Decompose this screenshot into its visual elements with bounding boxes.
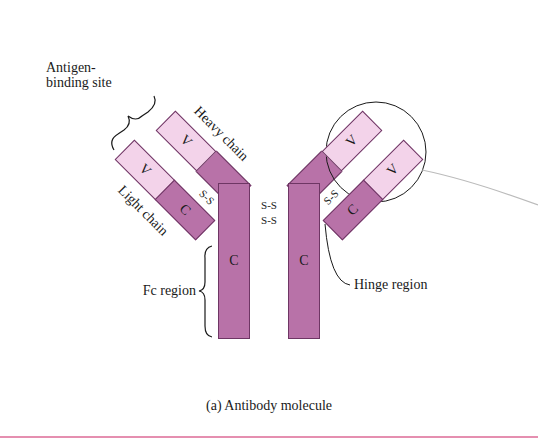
region-letter: V	[136, 161, 153, 178]
antigen-binding-label: Antigen-binding site	[46, 60, 138, 91]
region-letter: C	[229, 254, 238, 268]
region-letter: V	[177, 132, 194, 149]
region-letter: C	[345, 202, 362, 219]
constant-region: C	[288, 183, 320, 339]
figure-caption: (a) Antibody molecule	[206, 398, 332, 413]
brace	[199, 246, 212, 337]
region-letter: V	[343, 132, 360, 149]
disulfide-bond: S-S	[261, 214, 277, 226]
constant-region: C	[218, 183, 250, 339]
page-rule	[0, 436, 538, 438]
region-letter: C	[177, 202, 194, 219]
fc-region-label: Fc region	[143, 283, 196, 298]
region-letter: C	[299, 254, 308, 268]
hinge-region-label: Hinge region	[354, 277, 427, 292]
region-letter: V	[384, 161, 401, 178]
zoom-line	[422, 170, 538, 205]
disulfide-bond: S-S	[261, 199, 277, 211]
